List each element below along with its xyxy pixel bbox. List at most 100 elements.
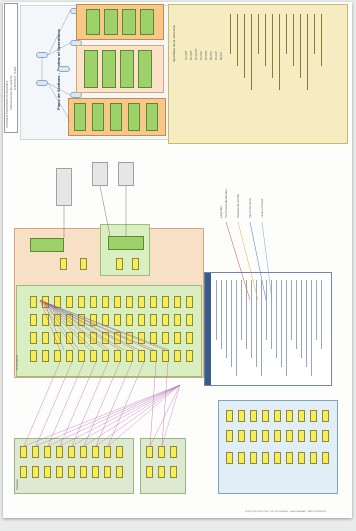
process-node — [54, 314, 61, 326]
process-node — [90, 296, 97, 308]
screenshot-row — [296, 280, 297, 349]
bottom-node — [322, 452, 329, 464]
purple-link — [23, 384, 181, 447]
bottom-node — [226, 410, 233, 422]
purple-link — [149, 361, 157, 447]
process-node — [186, 350, 193, 362]
purple-link — [71, 384, 181, 447]
process-node — [60, 258, 67, 270]
summary-line — [314, 14, 315, 54]
overview-node — [58, 66, 70, 72]
process-node — [138, 332, 145, 344]
process-node — [174, 350, 181, 362]
screenshot-row — [281, 280, 282, 367]
purple-link — [107, 361, 145, 447]
process-node — [102, 296, 109, 308]
bottom-node — [250, 410, 257, 422]
bottom-node — [146, 446, 153, 458]
bottom-node — [104, 446, 111, 458]
blue-link — [43, 301, 140, 351]
screenshot-row — [251, 280, 252, 358]
bottom-node — [298, 410, 305, 422]
bottom-node — [226, 452, 233, 464]
summary-line — [251, 14, 252, 90]
source-box — [56, 168, 72, 206]
bottom-node — [92, 446, 99, 458]
purple-link — [95, 384, 181, 447]
summary-line — [293, 14, 294, 66]
process-node — [42, 332, 49, 344]
phase-box — [104, 9, 118, 35]
bottom-node — [238, 452, 245, 464]
red-link — [39, 299, 136, 351]
process-node — [116, 258, 123, 270]
bottom-node — [20, 466, 27, 478]
purple-link — [59, 361, 97, 447]
source-box — [92, 162, 108, 186]
bottom-node — [298, 430, 305, 442]
purple-link — [83, 384, 181, 447]
screenshot-row — [276, 280, 277, 358]
bottom-node — [322, 430, 329, 442]
phase-box — [74, 103, 86, 131]
bottom-node — [68, 446, 75, 458]
screenshot-row — [291, 280, 292, 340]
process-node — [186, 296, 193, 308]
bottom-node — [310, 430, 317, 442]
phase-box — [140, 9, 154, 35]
process-node — [30, 350, 37, 362]
bottom-node — [250, 430, 257, 442]
red-link — [39, 299, 76, 351]
process-node — [150, 296, 157, 308]
bottom-node — [170, 466, 177, 478]
blue-link — [43, 301, 65, 351]
purple-link — [83, 361, 121, 447]
bottom-node — [116, 446, 123, 458]
process-node — [138, 314, 145, 326]
bottom-node — [262, 430, 269, 442]
red-link — [39, 299, 91, 351]
summary-line — [237, 14, 238, 66]
blue-link — [43, 301, 95, 351]
blue-link — [43, 301, 170, 351]
process-node — [174, 332, 181, 344]
screenshot-row — [231, 280, 232, 367]
bottom-node — [322, 410, 329, 422]
bottom-node — [274, 430, 281, 442]
bottom-node — [286, 410, 293, 422]
legend-leader-cyan — [261, 221, 273, 301]
process-node — [42, 314, 49, 326]
overview-node — [36, 52, 48, 58]
red-link — [39, 299, 106, 351]
phase-box — [92, 103, 104, 131]
screenshot-row — [226, 280, 227, 358]
bottom-node — [146, 466, 153, 478]
process-node — [30, 314, 37, 326]
process-node — [90, 332, 97, 344]
process-node — [126, 314, 133, 326]
left-title-block — [4, 3, 18, 133]
purple-link — [107, 384, 181, 447]
bottom-node — [44, 446, 51, 458]
process-node — [174, 314, 181, 326]
bottom-node — [238, 410, 245, 422]
phase-box — [146, 103, 158, 131]
bottom-node — [56, 446, 63, 458]
process-node — [66, 350, 73, 362]
bottom-node — [80, 466, 87, 478]
screenshot-row — [266, 280, 267, 340]
screenshot-row — [246, 280, 247, 349]
bottom-node — [238, 430, 245, 442]
blue-link — [43, 301, 125, 351]
overview-link — [47, 10, 71, 56]
bottom-node — [158, 466, 165, 478]
blue-link — [43, 301, 110, 351]
bottom-node — [274, 410, 281, 422]
process-node — [80, 258, 87, 270]
summary-line — [307, 14, 308, 90]
bottom-node — [286, 430, 293, 442]
bottom-node — [286, 452, 293, 464]
source-box — [118, 162, 134, 186]
summary-line — [244, 14, 245, 78]
